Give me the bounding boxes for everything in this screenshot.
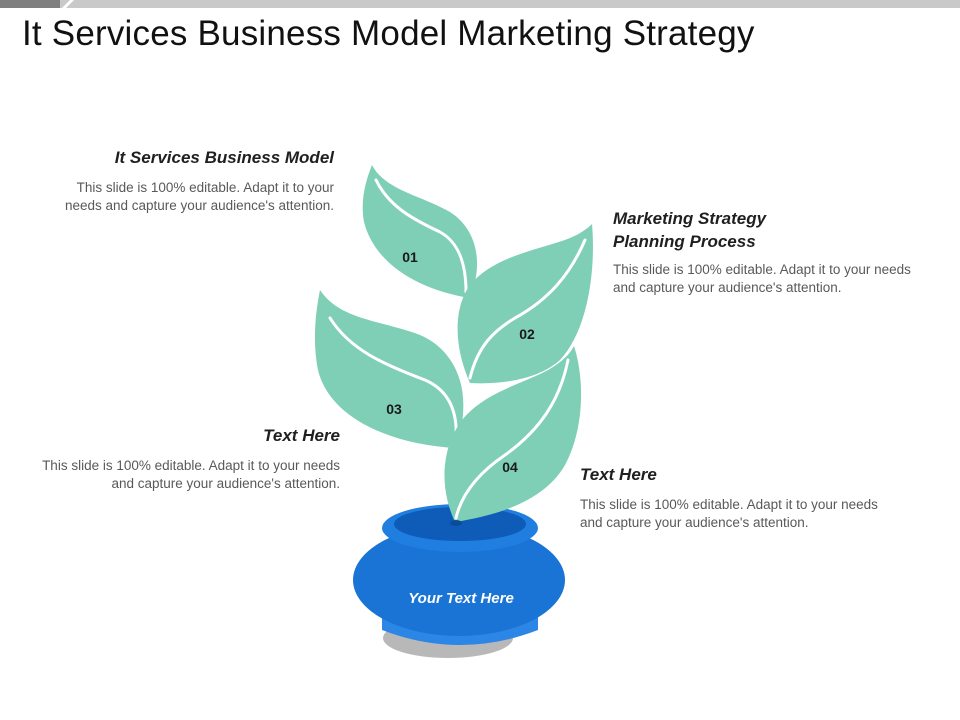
leaf-01 xyxy=(362,165,478,298)
text-block-3: Text Here This slide is 100% editable. A… xyxy=(40,424,340,492)
stem-tip xyxy=(450,520,462,526)
leaf-04 xyxy=(444,346,582,522)
block-2-heading: Marketing Strategy Planning Process xyxy=(613,209,767,251)
block-4-body: This slide is 100% editable. Adapt it to… xyxy=(580,497,878,530)
text-block-4: Text Here This slide is 100% editable. A… xyxy=(580,463,880,531)
block-4-heading: Text Here xyxy=(580,465,657,484)
top-accent-bar xyxy=(0,0,960,8)
block-1-body: This slide is 100% editable. Adapt it to… xyxy=(64,180,334,213)
text-block-1: It Services Business Model This slide is… xyxy=(40,146,334,214)
text-block-2: Marketing Strategy Planning Process This… xyxy=(613,207,913,296)
top-bar-divider xyxy=(62,0,74,8)
block-1-heading: It Services Business Model xyxy=(114,148,334,167)
block-2-body: This slide is 100% editable. Adapt it to… xyxy=(613,262,911,295)
leaf-03-vein xyxy=(328,316,458,442)
leaf-03 xyxy=(314,290,464,448)
slide-title: It Services Business Model Marketing Str… xyxy=(22,14,755,53)
leaf-02-vein xyxy=(468,238,587,380)
leaf-01-vein xyxy=(374,178,468,294)
leaf-02-number: 02 xyxy=(519,326,535,342)
leaf-01-number: 01 xyxy=(402,249,418,265)
leaf-04-number: 04 xyxy=(502,459,518,475)
leaf-01-blade xyxy=(362,165,478,298)
leaf-03-blade xyxy=(314,290,464,448)
leaf-02-blade xyxy=(457,224,593,384)
leaf-04-vein xyxy=(454,358,570,520)
block-3-body: This slide is 100% editable. Adapt it to… xyxy=(42,458,340,491)
leaf-02 xyxy=(457,224,593,384)
pot-label: Your Text Here xyxy=(408,590,514,607)
top-bar-segment-dark xyxy=(0,0,60,8)
leaf-03-number: 03 xyxy=(386,401,402,417)
pot-body xyxy=(353,524,565,636)
top-bar-track xyxy=(0,0,960,8)
block-3-heading: Text Here xyxy=(263,426,340,445)
